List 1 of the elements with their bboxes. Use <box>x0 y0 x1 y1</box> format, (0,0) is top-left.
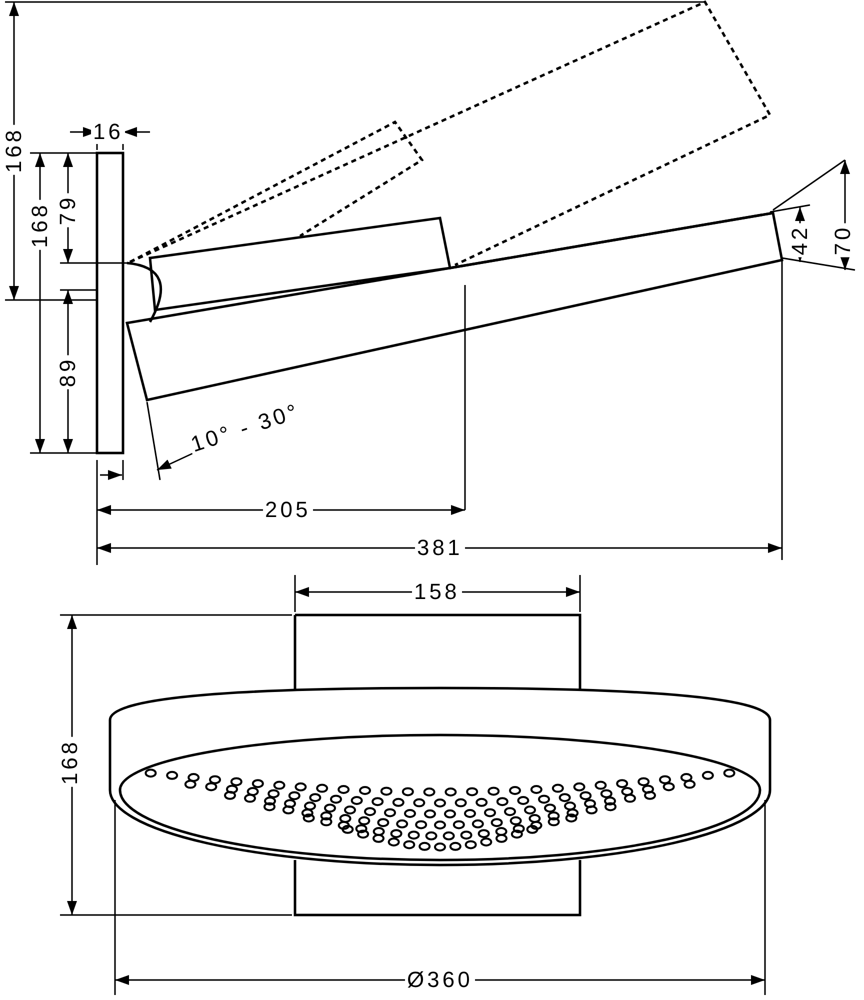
dimension-label: 16 <box>91 120 126 144</box>
